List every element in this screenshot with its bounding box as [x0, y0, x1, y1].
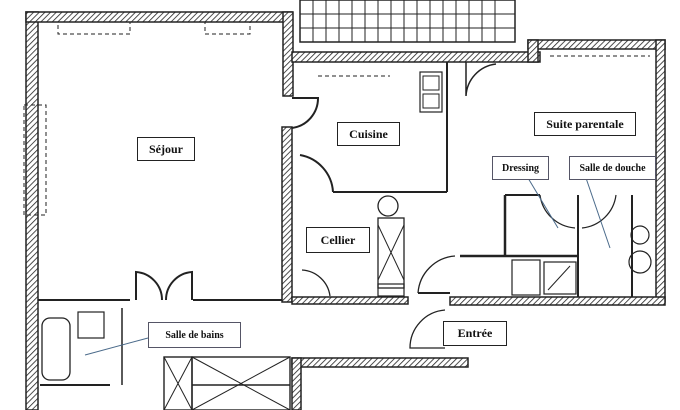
wall-kitchen-top: [291, 51, 541, 63]
room-label-salle-de-douche: Salle de douche: [569, 156, 656, 180]
label-leaders: [84, 177, 611, 356]
wall-top-sejour: [25, 11, 293, 23]
room-label-cellier: Cellier: [306, 227, 370, 253]
room-label-salle-de-bains: Salle de bains: [148, 322, 241, 348]
room-label-dressing: Dressing: [492, 156, 549, 180]
wall-sejour-right-lower: [281, 126, 293, 303]
balcony-grid: [299, 0, 516, 43]
room-label-cuisine: Cuisine: [337, 122, 400, 146]
wall-right: [655, 39, 666, 303]
wall-entry-bottom: [291, 357, 469, 368]
wall-left: [25, 11, 39, 410]
wall-suite-top: [527, 39, 666, 50]
room-label-suite-parentale: Suite parentale: [534, 112, 636, 136]
room-label-sejour: Séjour: [137, 137, 195, 161]
room-label-entree: Entrée: [443, 321, 507, 346]
wall-suite-bottom: [449, 296, 666, 306]
